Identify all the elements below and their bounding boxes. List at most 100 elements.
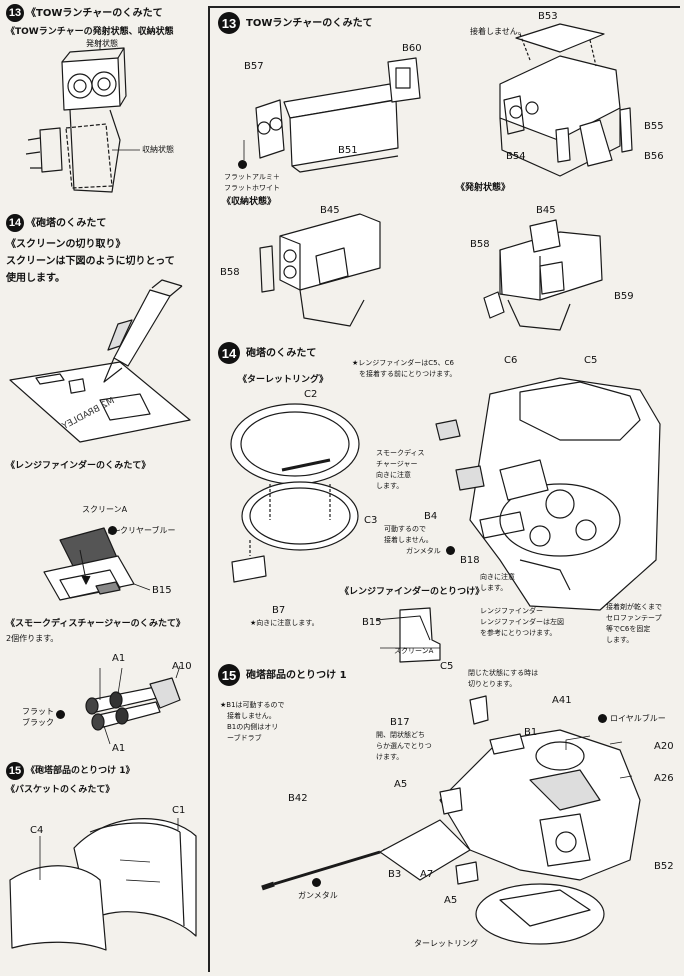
paint-dot-gunmetal-15 [312, 878, 321, 887]
label-no-glue-13: 接着しません。 [470, 27, 526, 36]
label-a20: A20 [654, 741, 674, 752]
step-14-badge-right: 14 [218, 342, 240, 364]
step-14-badge-left: 14 [6, 214, 24, 232]
stored-state-heading: 《収納状態》 [222, 197, 277, 207]
glue-drying-note: 接着剤が乾くまで セロファンテープ 等でC6を固定 します。 [606, 603, 662, 644]
label-b17: B17 [390, 717, 410, 728]
right-turret-ring-drawing [230, 403, 360, 583]
smoke-discharger-note: 2個作ります。 [6, 634, 59, 643]
right-tow-fire-drawing [483, 219, 603, 331]
step-13-badge-right: 13 [218, 12, 240, 34]
label-c2: C2 [304, 389, 318, 400]
right-step13-title: TOWランチャーのくみたて [246, 18, 373, 29]
fire-state-heading: 《発射状態》 [456, 183, 511, 193]
paint-dot-flat-aluminum [238, 160, 247, 169]
label-b51: B51 [338, 145, 358, 156]
label-b7: B7 [272, 605, 286, 616]
smoke-discharger-heading: 《スモークディスチャージャーのくみたて》 [6, 619, 186, 629]
left-screen-cutting-drawing [9, 279, 191, 443]
screen-cut-heading: 《スクリーンの切り取り》 [6, 239, 126, 250]
label-b52: B52 [654, 861, 674, 872]
label-b18: B18 [460, 555, 480, 566]
direction-note: 向きに注意 します。 [480, 573, 515, 592]
label-a1-bottom: A1 [112, 743, 126, 754]
label-b53: B53 [538, 11, 558, 22]
left-step15-title: 《砲塔部品のとりつけ 1》 [26, 766, 135, 776]
label-flat-paint: フラットアルミ＋ フラットホワイト [224, 173, 280, 192]
label-gunmetal-14: ガンメタル [406, 547, 441, 555]
closed-state-note: 閉じた状態にする時は 切りとります。 [468, 669, 539, 688]
right-frame-top [208, 6, 680, 8]
left-rangefinder-drawing [43, 527, 151, 601]
label-stored-state: 収納状態 [142, 145, 174, 154]
label-a41: A41 [552, 695, 572, 706]
label-c5-top: C5 [584, 355, 598, 366]
label-turret-ring: ターレットリング [414, 939, 478, 948]
paint-dot-flat-black [56, 710, 65, 719]
label-a26: A26 [654, 773, 674, 784]
left-basket-drawing [9, 817, 197, 951]
label-a1-top: A1 [112, 653, 126, 664]
left-step13-subtitle: 《TOWランチャーの発射状態、収納状態 [6, 27, 174, 37]
label-screen-a-right: スクリーンA [394, 647, 434, 655]
paint-dot-gunmetal-14 [446, 546, 455, 555]
label-c6: C6 [504, 355, 518, 366]
left-tow-launcher-drawing [25, 40, 140, 193]
step-15-badge-left: 15 [6, 762, 24, 780]
label-b56: B56 [644, 151, 664, 162]
label-c3: C3 [364, 515, 378, 526]
label-b59: B59 [614, 291, 634, 302]
label-flat-black: フラット ブラック [22, 707, 54, 727]
label-b15-right: B15 [362, 617, 382, 628]
step-13-badge-left: 13 [6, 4, 24, 22]
label-royal-blue: ロイヤルブルー [610, 714, 666, 723]
smoke-direction-note: スモークディス チャージャー 向きに注意 します。 [376, 449, 425, 490]
right-tow-exploded-drawing [243, 23, 633, 177]
right-turret-body-drawing [375, 377, 661, 663]
paint-dot-royal-blue [598, 714, 607, 723]
basket-heading: 《バスケットのくみたて》 [6, 785, 115, 795]
b1-movable-note: ★B1は可動するので 接着しません。 B1の内側はオリ ーブドラブ [220, 701, 285, 742]
b4-movable-note: 可動するので 接着しません。 [384, 525, 433, 544]
rangefinder-note: ★レンジファインダーはC5、C6 を接着する前にとりつけます。 [352, 359, 457, 378]
label-fire-state: 発射状態 [86, 39, 118, 48]
rangefinder-heading: 《レンジファインダーのくみたて》 [6, 461, 151, 471]
left-step14-title: 《砲塔のくみたて [26, 218, 107, 229]
label-a10: A10 [172, 661, 192, 672]
label-b54: B54 [506, 151, 526, 162]
screen-cut-text-2: 使用します。 [6, 273, 65, 284]
right-step14-title: 砲塔のくみたて [246, 348, 317, 359]
label-b60: B60 [402, 43, 422, 54]
label-b1: B1 [524, 727, 538, 738]
label-b58-left: B58 [220, 267, 240, 278]
label-screen-a-left: スクリーンA [82, 505, 128, 514]
label-c1: C1 [172, 805, 186, 816]
right-step15-title: 砲塔部品のとりつけ 1 [246, 670, 347, 681]
label-b58-right: B58 [470, 239, 490, 250]
label-a5-bottom: A5 [444, 895, 458, 906]
label-a5-top: A5 [394, 779, 408, 790]
label-a7: A7 [420, 869, 434, 880]
left-step13-title: 《TOWランチャーのくみたて [26, 8, 163, 19]
rangefinder-mount-heading: 《レンジファインダーのとりつけ》 [340, 587, 485, 597]
paint-dot-clear-blue [108, 526, 117, 535]
label-b45-right: B45 [536, 205, 556, 216]
column-divider [208, 6, 210, 972]
label-b4: B4 [424, 511, 438, 522]
label-clear-blue: クリヤーブルー [120, 526, 176, 535]
label-b42: B42 [288, 793, 308, 804]
label-c4: C4 [30, 825, 44, 836]
label-b15-left: B15 [152, 585, 172, 596]
b7-direction-note: ★向きに注意します。 [250, 619, 319, 627]
rangefinder-install-note: レンジファインダー レンジファインダーは左図 を参考にとりつけます。 [480, 607, 564, 637]
screen-cut-text-1: スクリーンは下図のように切りとって [6, 256, 175, 267]
label-b3: B3 [388, 869, 402, 880]
b17-open-close-note: 開、閉状態どち らか選んでとりつ けます。 [376, 731, 432, 761]
label-gunmetal-15: ガンメタル [298, 891, 338, 900]
label-b45-left: B45 [320, 205, 340, 216]
step-15-badge-right: 15 [218, 664, 240, 686]
left-smoke-discharger-drawing [85, 665, 181, 745]
turret-ring-heading: 《ターレットリング》 [238, 375, 329, 385]
